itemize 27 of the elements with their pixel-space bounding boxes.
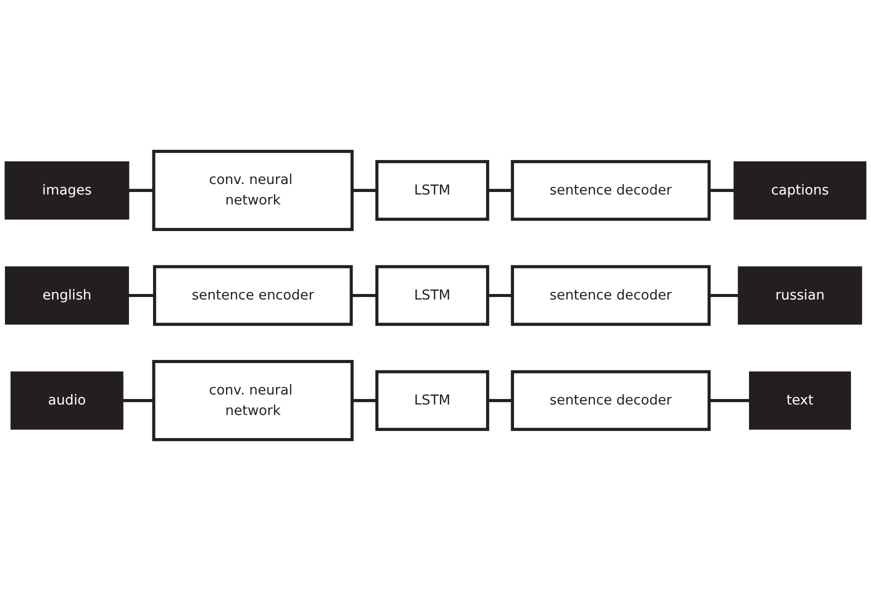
node-box: LSTM (375, 370, 490, 431)
node-box: sentence decoder (510, 265, 711, 326)
connector (709, 399, 750, 402)
node-box: text (749, 371, 851, 430)
connector (488, 188, 512, 192)
node-box: sentence decoder (510, 370, 711, 431)
connector (128, 188, 154, 192)
connector (709, 294, 738, 298)
connector (352, 188, 377, 192)
node-box: english (4, 266, 129, 325)
node-box: sentence decoder (510, 160, 711, 221)
connector (351, 294, 377, 298)
connector (488, 399, 512, 402)
node-box: captions (734, 161, 866, 220)
node-box: sentence encoder (153, 265, 353, 326)
connector (123, 399, 154, 402)
connector (488, 294, 512, 298)
node-box: conv. neural network (152, 150, 354, 232)
node-box: conv. neural network (152, 360, 354, 442)
node-box: LSTM (375, 265, 490, 326)
node-box: images (4, 161, 130, 220)
connector (128, 294, 155, 298)
node-box: russian (738, 266, 862, 325)
connector (709, 188, 734, 192)
connector (352, 399, 377, 402)
node-box: LSTM (375, 160, 490, 221)
node-box: audio (10, 371, 124, 430)
